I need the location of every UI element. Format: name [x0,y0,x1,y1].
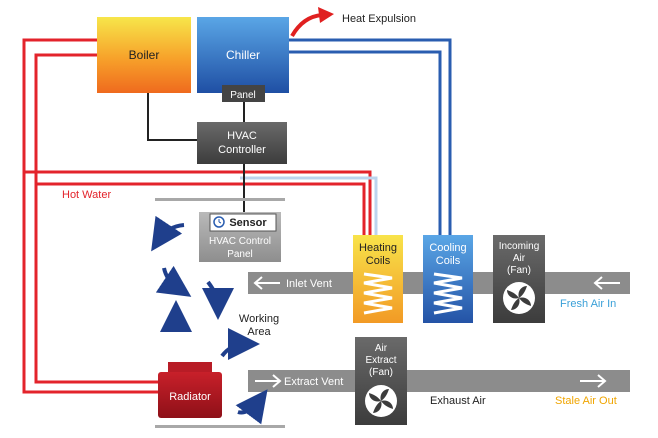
airflow-arrow-1 [151,215,185,252]
control-wire-boiler [147,92,197,141]
hvac-controller-label-1: HVAC [227,130,257,142]
radiator-label: Radiator [169,391,211,403]
heat-expulsion-arrow [290,13,323,38]
airflow-arrow-4 [160,300,193,333]
extract-fan-icon [365,385,397,417]
room-wall-bottom [155,425,285,428]
cooling-coils-label-1: Cooling [429,242,466,254]
exhaust-air-label: Exhaust Air [430,395,486,407]
extract-duct [248,370,630,392]
incoming-air-label-1: Incoming [499,241,540,252]
room-wall-top [155,198,285,201]
airflow-arrows [151,215,268,425]
cooling-coils-label-2: Coils [436,255,461,267]
incoming-air-label-2: Air [513,253,526,264]
chiller-label: Chiller [226,48,260,62]
panel-label: Panel [230,90,256,101]
fresh-air-arrow [593,276,620,290]
hvac-control-panel-label-1: HVAC Control [209,236,271,247]
boiler-box [97,17,191,93]
sensor-box [209,213,277,232]
hvac-controller-label-2: Controller [218,144,266,156]
air-extract-label-1: Air [375,343,388,354]
inlet-arrow [253,276,280,290]
working-area-label-2: Area [247,326,271,338]
chilled-water-pipe-outer [288,38,452,235]
heat-expulsion-label: Heat Expulsion [342,13,416,25]
airflow-arrow-6 [235,389,268,425]
extract-arrow [255,374,282,388]
air-extract-label-2: Extract [365,355,396,366]
hot-water-pipe-to-coils-1 [24,170,372,235]
stale-air-arrow [580,374,607,388]
heating-coils-label-1: Heating [359,242,397,254]
fresh-air-in-label: Fresh Air In [560,298,616,310]
incoming-fan-icon [503,282,535,314]
airflow-arrow-2 [155,265,192,297]
stale-air-out-label: Stale Air Out [555,395,617,407]
heating-coils-label-2: Coils [366,255,391,267]
airflow-arrow-5 [220,328,260,361]
working-area-label-1: Working [239,313,279,325]
radiator-box [158,372,222,418]
extract-vent-label: Extract Vent [284,376,343,388]
hot-water-pipe-outer [22,38,158,394]
hvac-control-panel-label-2: Panel [227,249,253,260]
pipe-highlight [240,176,378,235]
air-extract-label-3: (Fan) [369,367,393,378]
heat-expulsion-arrowhead [318,7,334,23]
hot-water-pipe-inner [34,53,158,384]
hot-water-label: Hot Water [62,189,111,201]
radiator-top [168,362,212,374]
hot-water-pipe-to-coils-2 [36,182,366,235]
sensor-label: Sensor [229,217,267,229]
chilled-water-pipe-inner [288,50,442,235]
chiller-box [197,17,289,93]
incoming-air-label-3: (Fan) [507,265,531,276]
heating-coil-spring-icon [363,272,393,315]
airflow-arrow-3 [201,280,234,320]
clock-icon-hands [218,219,222,224]
inlet-vent-label: Inlet Vent [286,278,332,290]
cooling-coil-spring-icon [433,272,463,315]
panel-box [222,85,265,102]
hvac-controller-box [197,122,287,164]
boiler-label: Boiler [129,48,160,62]
